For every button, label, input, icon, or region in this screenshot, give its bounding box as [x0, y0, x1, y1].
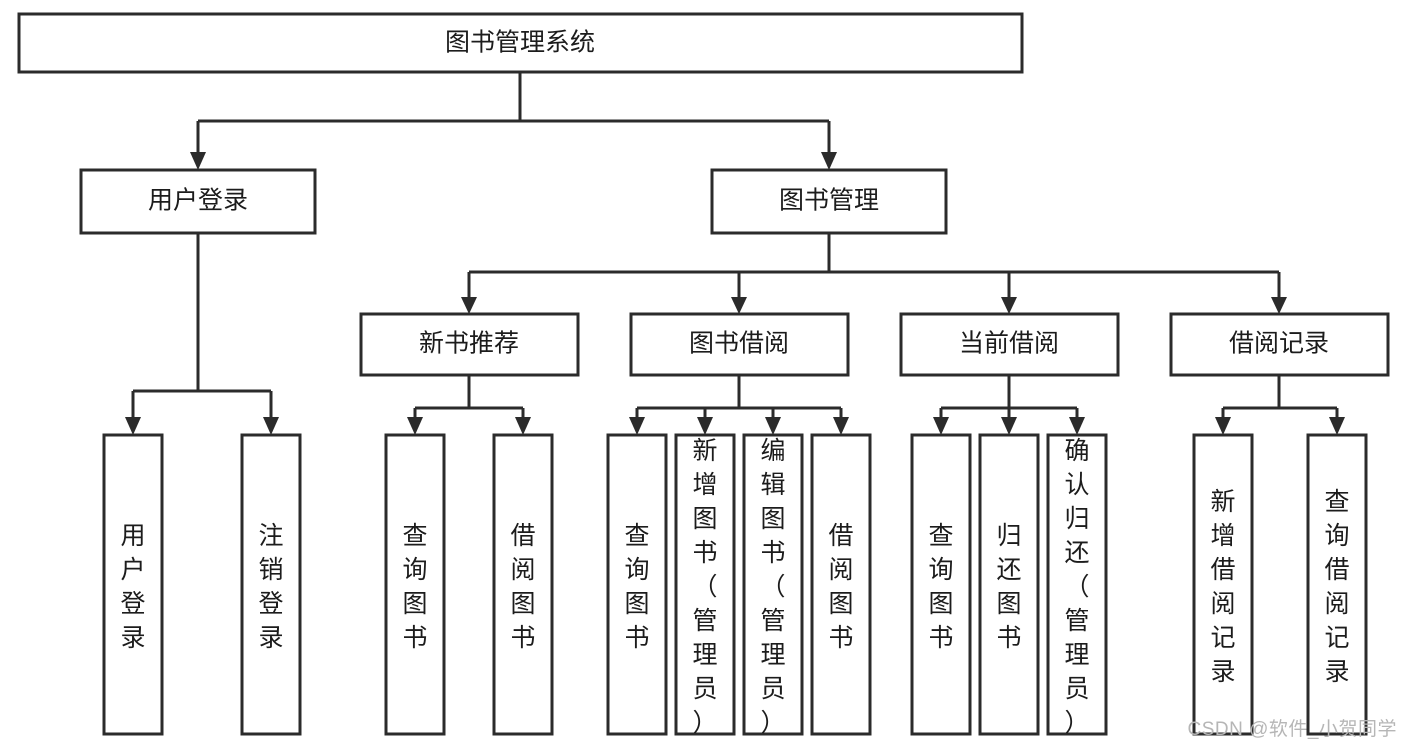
node-login-label: 用户登录: [148, 187, 248, 215]
arrow-current-leaf1-icon: [933, 417, 949, 435]
node-records-box[interactable]: [1169, 312, 1390, 377]
arrow-borrow-leaf1-icon: [629, 417, 645, 435]
node-leaf-query-record-box[interactable]: [1306, 433, 1368, 736]
node-leaf-borrow-book-2[interactable]: 借阅图书: [810, 433, 872, 736]
node-leaf-query-book-2-label: 查询图书: [624, 522, 649, 652]
node-leaf-return-book[interactable]: 归还图书: [978, 433, 1040, 736]
node-leaf-user-login[interactable]: 用户登录: [102, 433, 164, 736]
node-leaf-query-book-3[interactable]: 查询图书: [910, 433, 972, 736]
node-leaf-edit-book-box[interactable]: [742, 433, 804, 736]
node-current[interactable]: 当前借阅: [899, 312, 1120, 377]
arrow-borrow-leaf3-icon: [765, 417, 781, 435]
node-bookmgmt-label: 图书管理: [779, 187, 879, 215]
arrow-bookmgmt-records-icon: [1271, 297, 1287, 314]
node-current-label: 当前借阅: [959, 330, 1059, 358]
node-leaf-query-book-1-box[interactable]: [384, 433, 446, 736]
node-leaf-confirm-return[interactable]: 确认归还（管理员）: [1046, 433, 1108, 737]
node-leaf-add-book-label: 新增图书（管理员）: [692, 437, 717, 737]
connector-group-records: [1215, 375, 1345, 435]
node-leaf-query-book-1[interactable]: 查询图书: [384, 433, 446, 736]
node-leaf-edit-book[interactable]: 编辑图书（管理员）: [742, 433, 804, 737]
node-leaf-user-logout[interactable]: 注销登录: [240, 433, 302, 736]
node-leaf-add-record-box[interactable]: [1192, 433, 1254, 736]
node-leaf-query-record-label: 查询借阅记录: [1324, 488, 1349, 686]
node-leaf-borrow-book-2-box[interactable]: [810, 433, 872, 736]
arrow-records-leaf2-icon: [1329, 417, 1345, 435]
connector-group-borrow: [629, 375, 849, 435]
node-newbook[interactable]: 新书推荐: [359, 312, 580, 377]
node-root-label: 图书管理系统: [445, 29, 595, 57]
node-current-box[interactable]: [899, 312, 1120, 377]
node-leaf-add-record[interactable]: 新增借阅记录: [1192, 433, 1254, 736]
node-leaf-add-book[interactable]: 新增图书（管理员）: [674, 433, 736, 737]
arrow-login-leaf2-icon: [263, 417, 279, 435]
connector-group-root: [190, 72, 837, 170]
node-leaf-return-book-label: 归还图书: [996, 522, 1021, 652]
node-leaf-user-logout-label: 注销登录: [258, 522, 283, 652]
node-borrow-label: 图书借阅: [689, 330, 789, 358]
arrow-root-to-login-icon: [190, 152, 206, 170]
arrow-newbook-leaf1-icon: [407, 417, 423, 435]
connector-group-login: [125, 233, 279, 435]
node-leaf-add-record-label: 新增借阅记录: [1210, 488, 1235, 686]
node-leaf-borrow-book-2-label: 借阅图书: [828, 522, 853, 652]
arrow-current-leaf2-icon: [1001, 417, 1017, 435]
connector-group-newbook: [407, 375, 531, 435]
node-leaf-borrow-book-1-box[interactable]: [492, 433, 554, 736]
node-login[interactable]: 用户登录: [79, 168, 317, 235]
node-records-label: 借阅记录: [1229, 330, 1329, 358]
node-leaf-borrow-book-1-label: 借阅图书: [510, 522, 535, 652]
node-leaf-query-book-3-box[interactable]: [910, 433, 972, 736]
node-leaf-borrow-book-1[interactable]: 借阅图书: [492, 433, 554, 736]
arrow-borrow-leaf2-icon: [697, 417, 713, 435]
node-login-box[interactable]: [79, 168, 317, 235]
node-leaf-query-book-2-box[interactable]: [606, 433, 668, 736]
connector-group-current: [933, 375, 1085, 435]
node-root-box[interactable]: [17, 12, 1024, 74]
node-leaf-user-logout-box[interactable]: [240, 433, 302, 736]
node-leaf-confirm-return-label: 确认归还（管理员）: [1064, 437, 1089, 737]
arrow-login-leaf1-icon: [125, 417, 141, 435]
node-bookmgmt-box[interactable]: [710, 168, 948, 235]
node-leaf-edit-book-label: 编辑图书（管理员）: [760, 437, 785, 737]
node-leaf-query-record[interactable]: 查询借阅记录: [1306, 433, 1368, 736]
arrow-records-leaf1-icon: [1215, 417, 1231, 435]
arrow-bookmgmt-current-icon: [1001, 297, 1017, 314]
node-leaf-user-login-label: 用户登录: [120, 522, 145, 652]
node-newbook-box[interactable]: [359, 312, 580, 377]
node-leaf-confirm-return-box[interactable]: [1046, 433, 1108, 736]
arrow-current-leaf3-icon: [1069, 417, 1085, 435]
node-borrow[interactable]: 图书借阅: [629, 312, 850, 377]
node-leaf-query-book-3-label: 查询图书: [928, 522, 953, 652]
arrow-newbook-leaf2-icon: [515, 417, 531, 435]
arrow-bookmgmt-borrow-icon: [731, 297, 747, 314]
node-records[interactable]: 借阅记录: [1169, 312, 1390, 377]
node-root[interactable]: 图书管理系统: [17, 12, 1024, 74]
node-leaf-query-book-2[interactable]: 查询图书: [606, 433, 668, 736]
node-leaf-add-book-box[interactable]: [674, 433, 736, 736]
arrow-bookmgmt-newbook-icon: [461, 297, 477, 314]
connector-group-bookmgmt: [461, 233, 1287, 314]
node-newbook-label: 新书推荐: [419, 330, 519, 358]
node-leaf-return-book-box[interactable]: [978, 433, 1040, 736]
node-bookmgmt[interactable]: 图书管理: [710, 168, 948, 235]
node-leaf-user-login-box[interactable]: [102, 433, 164, 736]
arrow-borrow-leaf4-icon: [833, 417, 849, 435]
arrow-root-to-bookmgmt-icon: [821, 152, 837, 170]
node-leaf-query-book-1-label: 查询图书: [402, 522, 427, 652]
node-borrow-box[interactable]: [629, 312, 850, 377]
